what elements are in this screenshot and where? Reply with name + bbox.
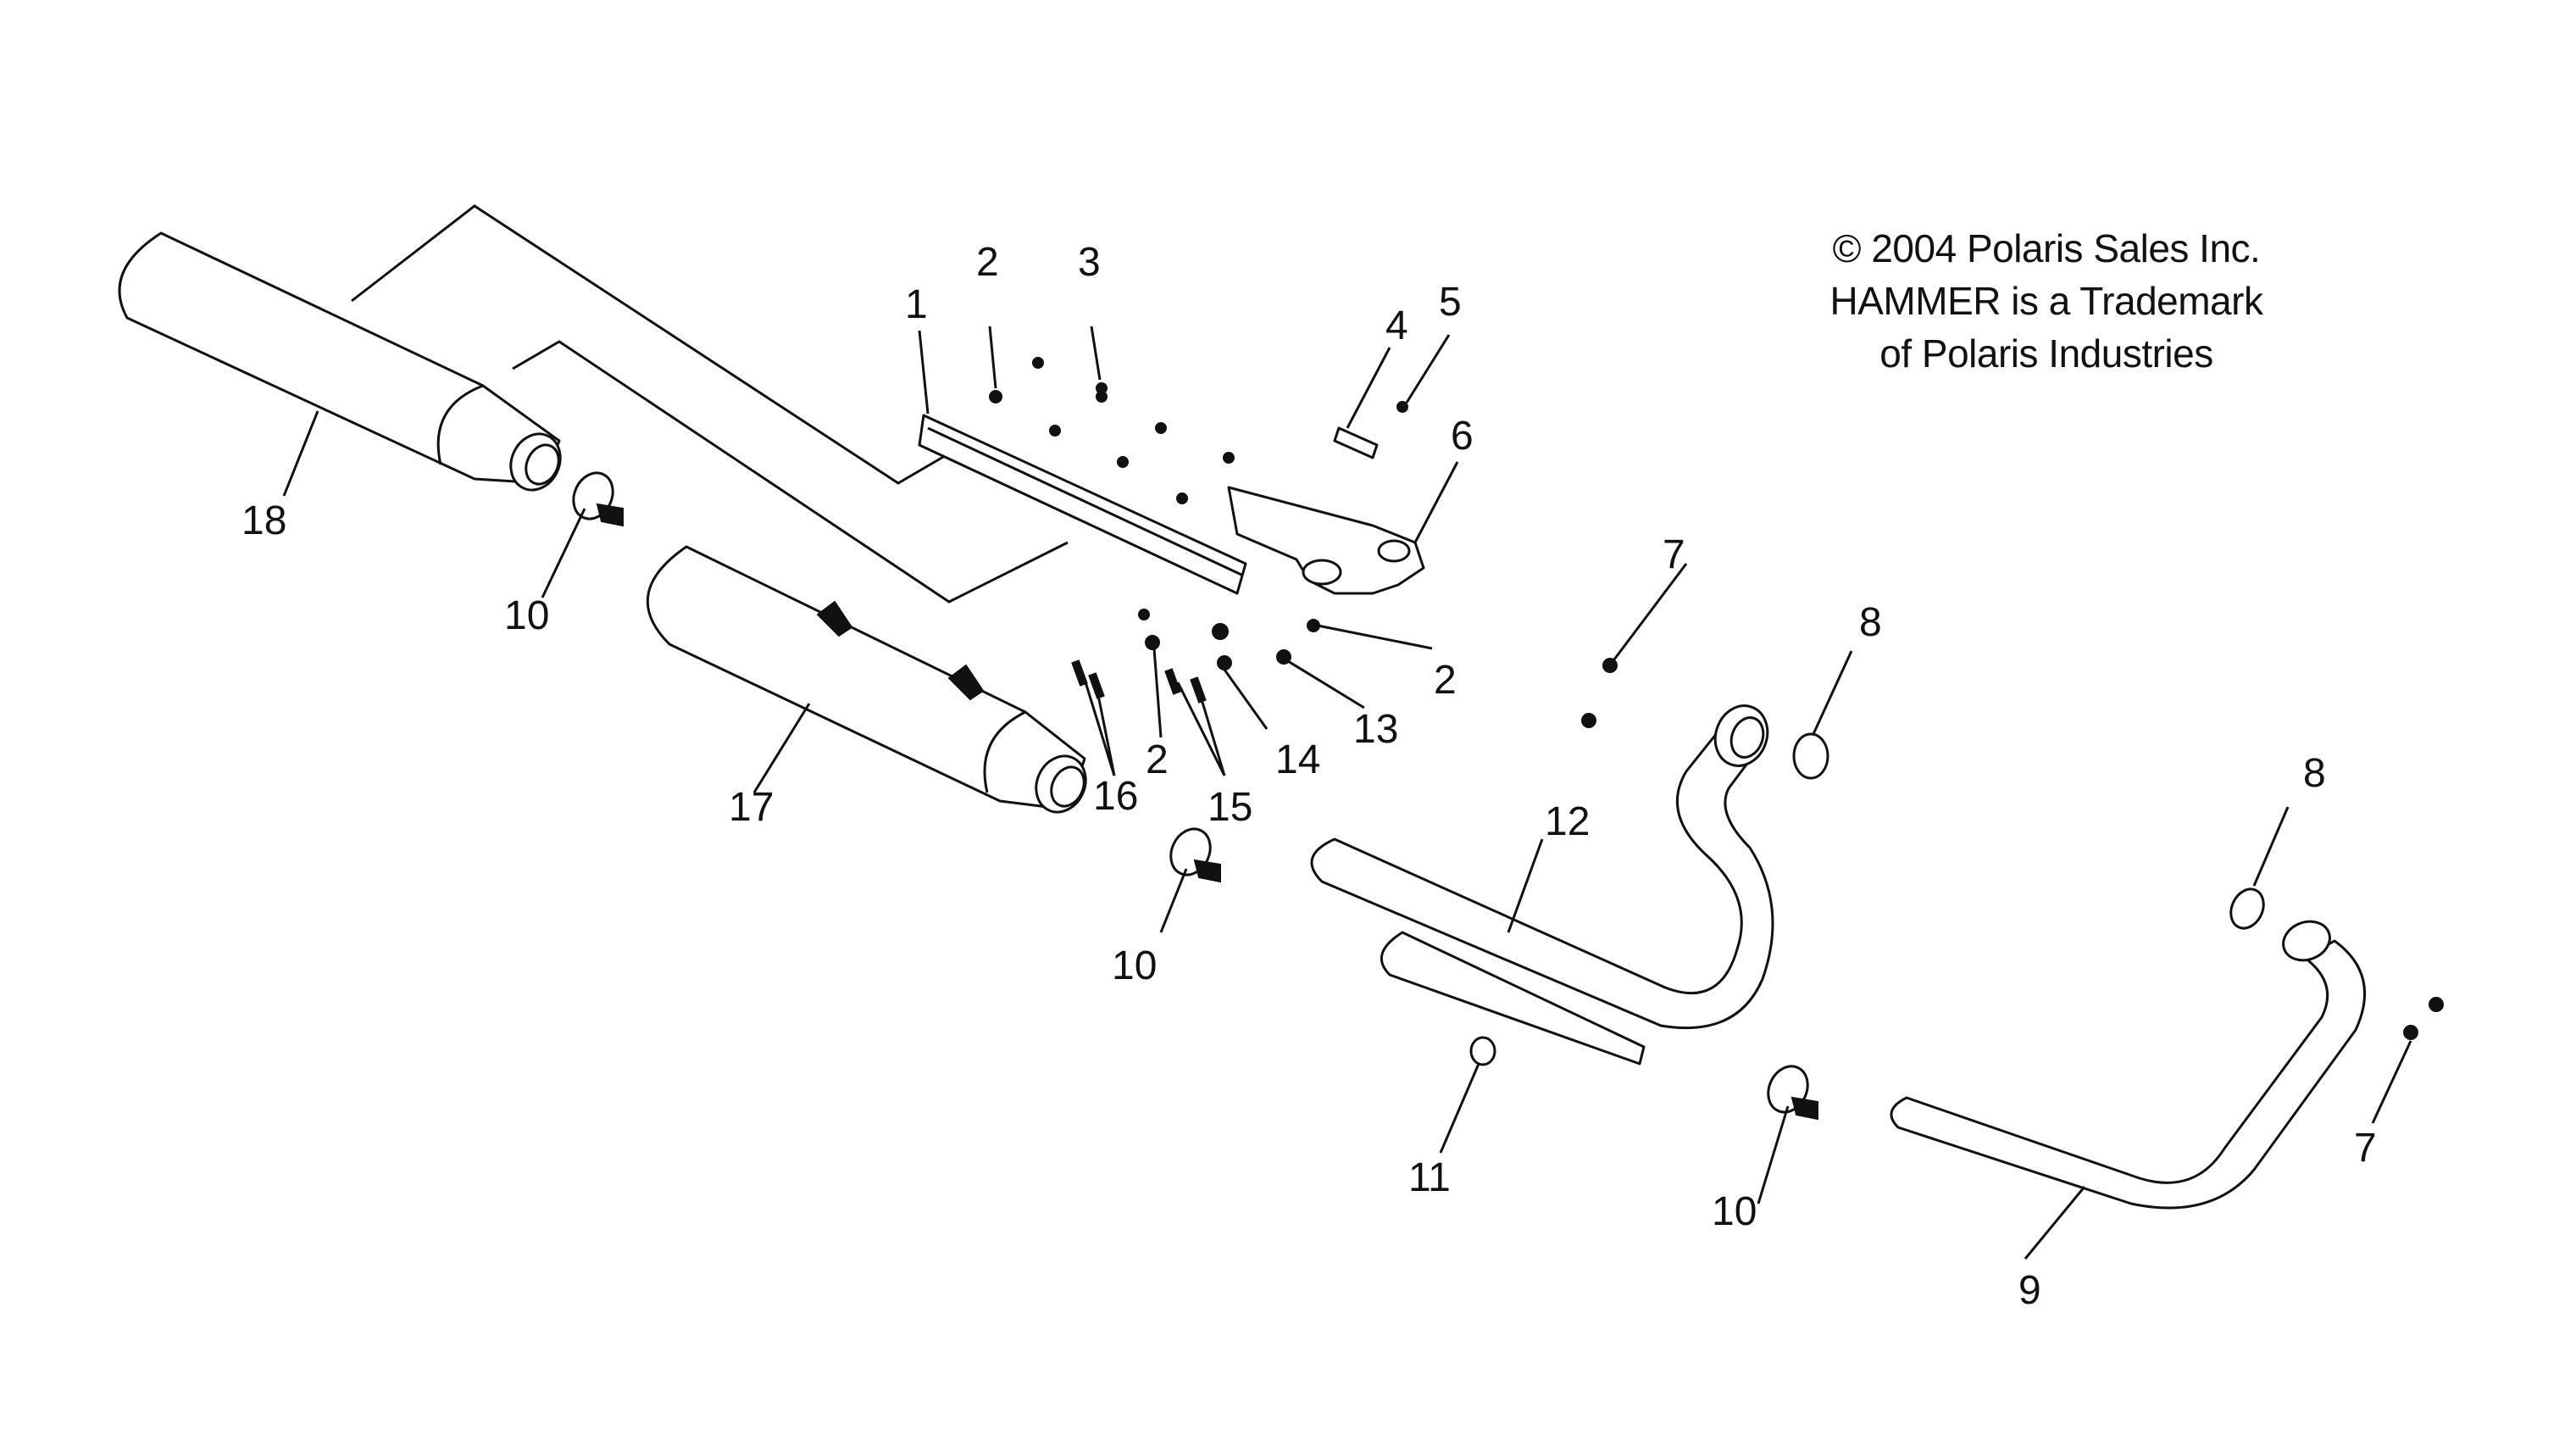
callout-2-top: 2 bbox=[976, 240, 999, 285]
callout-12: 12 bbox=[1545, 799, 1590, 844]
clamp-10-b bbox=[1169, 827, 1221, 883]
copyright-line-1: © 2004 Polaris Sales Inc. bbox=[1832, 226, 2261, 270]
head-pipe-12 bbox=[1310, 704, 1774, 1065]
callout-11: 11 bbox=[1408, 1155, 1451, 1200]
callout-14: 14 bbox=[1275, 737, 1320, 782]
copyright-line-2: HAMMER is a Trademark bbox=[1829, 279, 2263, 323]
gasket-8-b bbox=[2229, 887, 2265, 930]
callout-8-lower: 8 bbox=[2303, 751, 2326, 796]
callout-13: 13 bbox=[1353, 707, 1398, 752]
muffler-17 bbox=[646, 545, 1087, 814]
clamp-10-a bbox=[572, 471, 624, 527]
callout-15: 15 bbox=[1208, 785, 1252, 830]
spacer-4 bbox=[1333, 426, 1379, 459]
copyright-notice: © 2004 Polaris Sales Inc. HAMMER is a Tr… bbox=[1678, 222, 2415, 380]
gasket-8-a bbox=[1792, 732, 1829, 780]
callout-7-upper: 7 bbox=[1663, 532, 1685, 577]
callout-9: 9 bbox=[2018, 1268, 2041, 1313]
muffler-18 bbox=[118, 231, 562, 492]
fasteners bbox=[989, 357, 2444, 1040]
leader-lines bbox=[282, 325, 2412, 1260]
callout-5: 5 bbox=[1439, 280, 1462, 325]
callout-10-right: 10 bbox=[1712, 1189, 1757, 1234]
callout-7-lower: 7 bbox=[2354, 1126, 2377, 1171]
guide-line-lower bbox=[512, 340, 1069, 604]
callout-1: 1 bbox=[905, 282, 928, 327]
mount-bracket-1 bbox=[918, 414, 1247, 595]
clamp-10-c bbox=[1767, 1065, 1818, 1121]
callout-2-center: 2 bbox=[1146, 737, 1169, 782]
callout-2-right: 2 bbox=[1434, 658, 1457, 703]
nut-11 bbox=[1469, 1036, 1496, 1066]
callout-10-left: 10 bbox=[504, 593, 549, 638]
callout-labels: 1 2 3 4 5 6 7 8 2 13 14 2 15 16 17 18 10… bbox=[242, 240, 2377, 1313]
copyright-line-3: of Polaris Industries bbox=[1879, 331, 2213, 376]
callout-16: 16 bbox=[1093, 774, 1138, 819]
callout-17: 17 bbox=[729, 785, 774, 830]
callout-6: 6 bbox=[1451, 414, 1474, 459]
callout-18: 18 bbox=[242, 498, 286, 543]
callout-4: 4 bbox=[1385, 303, 1408, 348]
callout-8-upper: 8 bbox=[1859, 600, 1882, 645]
callout-10-center: 10 bbox=[1112, 943, 1157, 988]
head-pipe-9 bbox=[1890, 920, 2367, 1210]
guide-line-upper bbox=[351, 204, 950, 485]
callout-3: 3 bbox=[1078, 240, 1101, 285]
heat-shield-6 bbox=[1227, 486, 1425, 595]
